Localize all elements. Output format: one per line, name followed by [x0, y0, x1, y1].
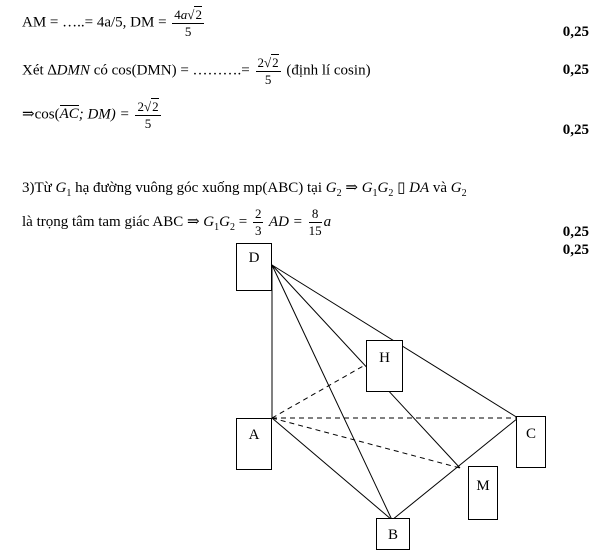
score-4: 0,25 [562, 224, 589, 240]
line-cos-dmn: Xét ∆DMN có cos(DMN) = ……….= 2√2 5 (định… [22, 54, 371, 87]
label-m: M [468, 466, 498, 520]
edge-bc [391, 417, 519, 521]
score-5: 0,25 [562, 242, 589, 258]
line-am-dm: AM = …..= 4a/5, DM = 4a√2 5 [22, 6, 206, 40]
segment-ah-hidden [271, 364, 366, 419]
label-h: H [366, 340, 403, 392]
label-d: D [236, 243, 272, 291]
score-2: 0,25 [562, 62, 589, 78]
segment-am-hidden [271, 417, 461, 469]
am-dm-text: AM = …..= 4a/5, DM = [22, 14, 167, 31]
cos-ac-dm-fraction: 2√2 5 [135, 98, 161, 131]
edge-db [271, 264, 393, 521]
score-1: 0,25 [562, 24, 589, 40]
dm-fraction: 4a√2 5 [172, 6, 204, 39]
score-3: 0,25 [562, 122, 589, 138]
label-b: B [376, 518, 410, 550]
label-a: A [236, 418, 272, 470]
edge-ab [271, 417, 393, 521]
cos-dmn-fraction: 2√2 5 [255, 54, 281, 87]
line-cos-ac-dm: ⇒cos(AC; DM) = 2√2 5 [22, 98, 161, 131]
label-c: C [516, 416, 546, 468]
line-part3: 3)Từ G1 hạ đường vuông góc xuống mp(ABC)… [22, 180, 467, 199]
